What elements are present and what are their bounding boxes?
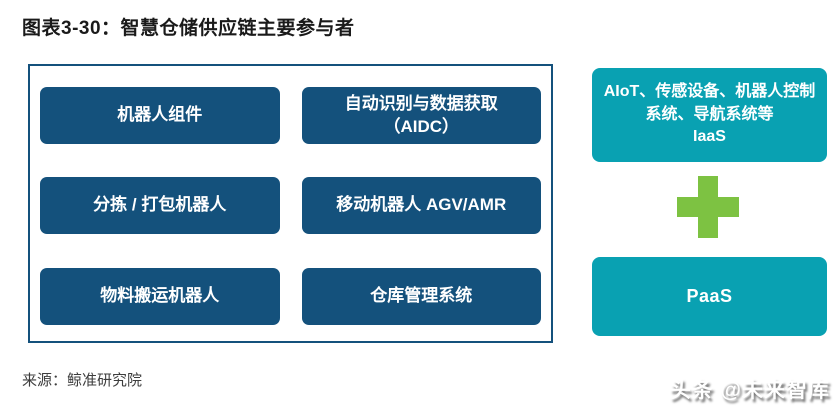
box-label: 机器人组件 [117, 105, 203, 125]
plus-icon [677, 176, 739, 238]
box-label: 物料搬运机器人 [100, 285, 220, 305]
box-mobile-robot-agv-amr: 移动机器人 AGV/AMR [301, 177, 541, 235]
box-label: 仓库管理系统 [370, 285, 473, 305]
box-iaas: AIoT、传感设备、机器人控制系统、导航系统等 IaaS [592, 68, 827, 162]
box-label: 移动机器人 AGV/AMR [336, 195, 507, 215]
supply-chain-group-box: 机器人组件 自动识别与数据获取 （AIDC） 分拣 / 打包机器人 移动机器人 … [28, 64, 553, 343]
page-title: 图表3-30：智慧仓储供应链主要参与者 [22, 18, 355, 39]
source-caption: 来源：鲸准研究院 [22, 373, 143, 389]
box-warehouse-management-system: 仓库管理系统 [301, 267, 541, 325]
box-material-handling-robot: 物料搬运机器人 [40, 267, 280, 325]
watermark-toutiao: 头条 @未来智库 [669, 379, 830, 402]
box-aidc: 自动识别与数据获取 （AIDC） [301, 87, 541, 144]
paas-label: PaaS [686, 286, 733, 306]
iaas-sublabel: IaaS [693, 128, 726, 146]
iaas-label: AIoT、传感设备、机器人控制系统、导航系统等 [603, 83, 816, 123]
box-robot-components: 机器人组件 [40, 87, 280, 144]
box-sublabel: （AIDC） [383, 116, 460, 136]
box-label: 自动识别与数据获取 [344, 93, 498, 113]
box-label: 分拣 / 打包机器人 [93, 195, 227, 215]
box-sorting-packing-robot: 分拣 / 打包机器人 [40, 177, 280, 235]
box-paas: PaaS [592, 257, 827, 336]
